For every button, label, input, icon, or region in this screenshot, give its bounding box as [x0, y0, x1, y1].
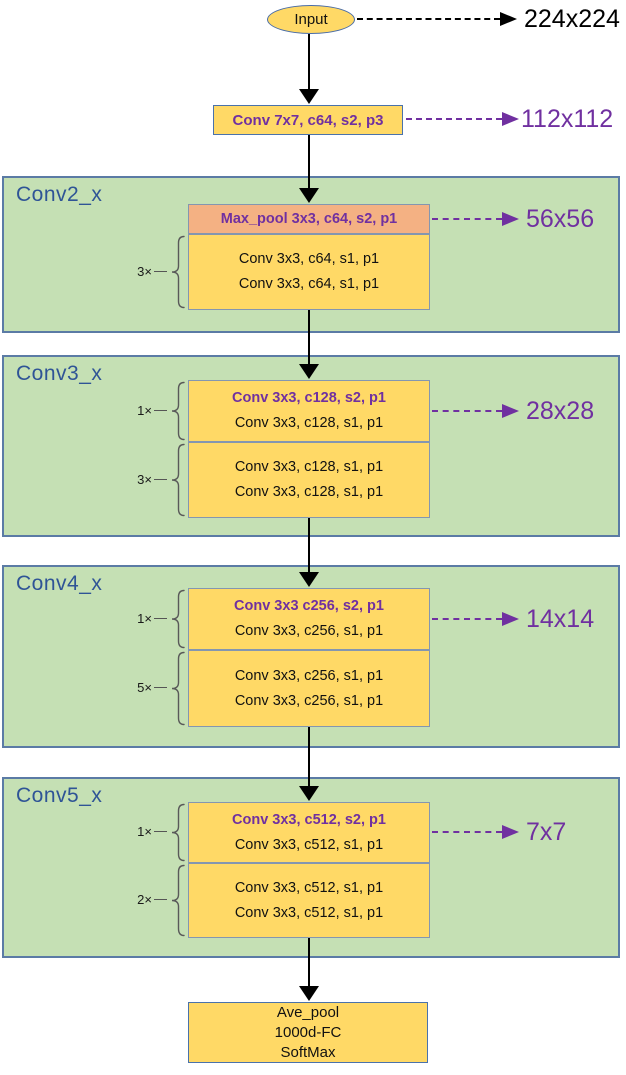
stem-size-label: 112x112 — [521, 105, 614, 133]
brace-tick — [154, 899, 167, 900]
brace-tick — [154, 618, 167, 619]
conv-line: Conv 3x3, c256, s1, p1 — [234, 623, 384, 639]
conv-line: Conv 3x3, c128, s1, p1 — [234, 459, 384, 475]
flow-arrowhead-icon — [299, 364, 319, 379]
repeat-brace-icon — [171, 381, 185, 441]
conv-line: Conv 3x3, c512, s1, p1 — [234, 904, 384, 921]
brace-tick — [154, 687, 167, 688]
section-title-conv3: Conv3_x — [16, 362, 103, 385]
stem-size-arrowhead-icon — [502, 112, 519, 126]
stem-size-arrow — [406, 118, 502, 120]
repeat-count-label: 1× — [137, 611, 152, 626]
flow-arrow — [308, 135, 310, 189]
conv3-block1-box: Conv 3x3, c128, s2, p1 Conv 3x3, c128, s… — [188, 380, 430, 442]
repeat-count-label: 2× — [137, 892, 152, 907]
repeat-brace-icon — [171, 589, 185, 649]
repeat-brace-icon — [171, 443, 185, 517]
conv-line: Conv 3x3, c128, s1, p1 — [234, 484, 384, 500]
flow-arrow — [308, 938, 310, 987]
conv3-size-label: 28x28 — [526, 397, 595, 425]
maxpool-box: Max_pool 3x3, c64, s2, p1 — [188, 204, 430, 234]
conv-line: Conv 3x3, c256, s1, p1 — [234, 692, 384, 709]
flow-arrowhead-icon — [299, 188, 319, 203]
conv2-size-arrow — [432, 218, 502, 220]
conv4-block1-box: Conv 3x3 c256, s2, p1 Conv 3x3, c256, s1… — [188, 588, 430, 650]
head-box: Ave_pool 1000d-FC SoftMax — [188, 1002, 428, 1063]
conv2-block-box: Conv 3x3, c64, s1, p1 Conv 3x3, c64, s1,… — [188, 234, 430, 310]
flow-arrowhead-icon — [299, 786, 319, 801]
input-label: Input — [294, 11, 328, 28]
conv-line: Conv 3x3, c64, s1, p1 — [238, 251, 380, 267]
conv2-size-label: 56x56 — [526, 205, 595, 233]
head-line-avepool: Ave_pool — [276, 1003, 340, 1021]
conv5-size-label: 7x7 — [526, 818, 567, 846]
brace-tick — [154, 479, 167, 480]
conv5-block1-box: Conv 3x3, c512, s2, p1 Conv 3x3, c512, s… — [188, 802, 430, 863]
repeat-count-label: 1× — [137, 824, 152, 839]
conv5-size-arrowhead-icon — [502, 825, 519, 839]
flow-arrowhead-icon — [299, 572, 319, 587]
conv3-block2-box: Conv 3x3, c128, s1, p1 Conv 3x3, c128, s… — [188, 442, 430, 518]
input-size-arrowhead-icon — [500, 12, 517, 26]
repeat-brace-icon — [171, 803, 185, 862]
conv4-block2-box: Conv 3x3, c256, s1, p1 Conv 3x3, c256, s… — [188, 650, 430, 727]
conv5-size-arrow — [432, 831, 502, 833]
stem-conv-label: Conv 7x7, c64, s2, p3 — [232, 111, 384, 129]
conv-line: Conv 3x3, c512, s1, p1 — [234, 836, 384, 853]
conv-line-stride2: Conv 3x3 c256, s2, p1 — [234, 598, 384, 614]
flow-arrowhead-icon — [299, 89, 319, 104]
flow-arrow — [308, 518, 310, 573]
repeat-brace-icon — [171, 651, 185, 726]
maxpool-label: Max_pool 3x3, c64, s2, p1 — [220, 210, 398, 227]
input-size-arrow — [357, 18, 500, 20]
repeat-count-label: 5× — [137, 680, 152, 695]
flow-arrow — [308, 34, 310, 90]
brace-tick — [154, 271, 167, 272]
conv-line: Conv 3x3, c128, s1, p1 — [234, 415, 384, 431]
input-size-label: 224x224 — [524, 5, 620, 33]
conv4-size-label: 14x14 — [526, 605, 595, 633]
conv4-size-arrowhead-icon — [502, 612, 519, 626]
head-line-fc: 1000d-FC — [274, 1023, 342, 1041]
section-title-conv5: Conv5_x — [16, 784, 103, 807]
section-title-conv2: Conv2_x — [16, 183, 103, 206]
conv-line: Conv 3x3, c64, s1, p1 — [238, 276, 380, 292]
flow-arrowhead-icon — [299, 986, 319, 1001]
repeat-brace-icon — [171, 235, 185, 309]
repeat-count-label: 1× — [137, 403, 152, 418]
conv-line-stride2: Conv 3x3, c128, s2, p1 — [232, 390, 386, 406]
repeat-brace-icon — [171, 864, 185, 937]
stem-conv-box: Conv 7x7, c64, s2, p3 — [213, 105, 403, 135]
conv-line-stride2: Conv 3x3, c512, s2, p1 — [232, 811, 386, 828]
brace-tick — [154, 831, 167, 832]
head-line-softmax: SoftMax — [280, 1043, 336, 1061]
conv3-size-arrowhead-icon — [502, 404, 519, 418]
conv5-block2-box: Conv 3x3, c512, s1, p1 Conv 3x3, c512, s… — [188, 863, 430, 938]
conv4-size-arrow — [432, 618, 502, 620]
flow-arrow — [308, 310, 310, 365]
conv-line: Conv 3x3, c256, s1, p1 — [234, 667, 384, 684]
repeat-count-label: 3× — [137, 472, 152, 487]
brace-tick — [154, 410, 167, 411]
flow-arrow — [308, 727, 310, 787]
conv2-size-arrowhead-icon — [502, 212, 519, 226]
conv-line: Conv 3x3, c512, s1, p1 — [234, 879, 384, 896]
conv3-size-arrow — [432, 410, 502, 412]
input-node: Input — [267, 5, 355, 34]
section-title-conv4: Conv4_x — [16, 572, 103, 595]
repeat-count-label: 3× — [137, 264, 152, 279]
